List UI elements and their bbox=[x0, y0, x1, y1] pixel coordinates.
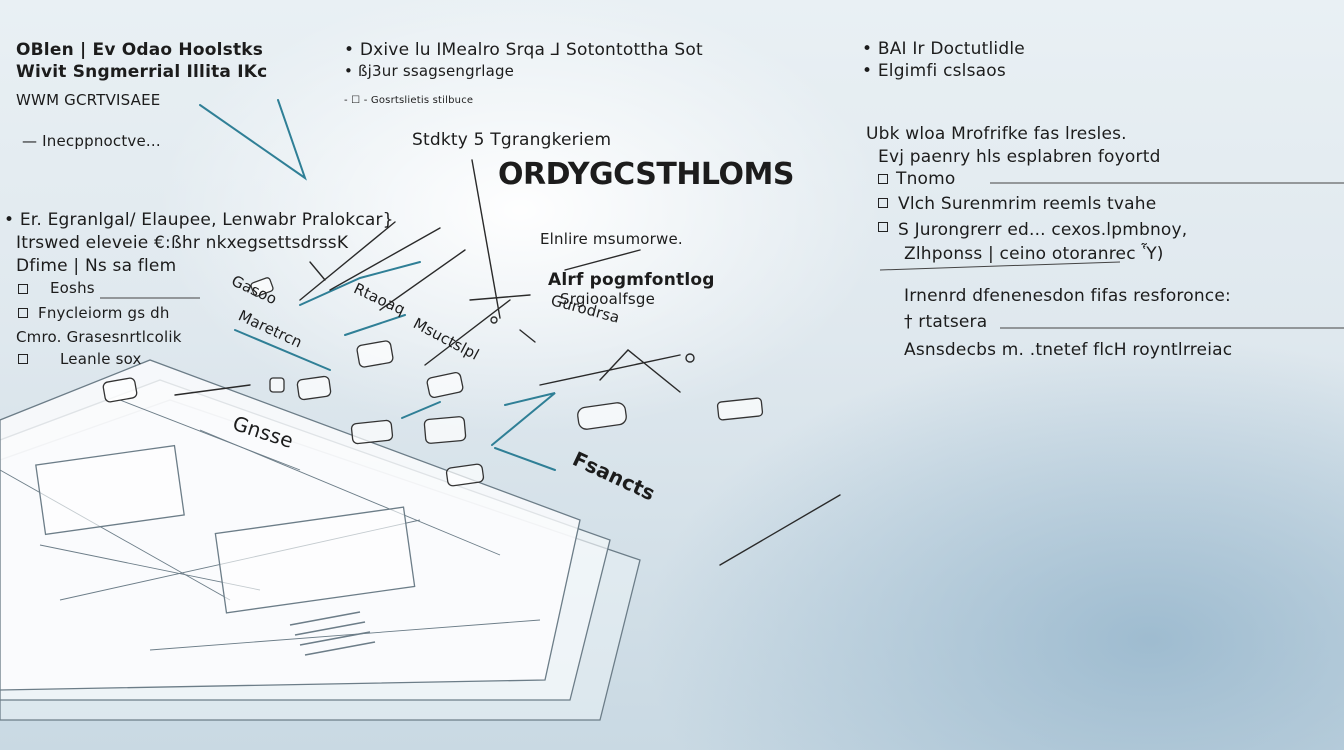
left-list-line-1: • Er. Egranlgal/ Elaupee, Lenwabr Pralok… bbox=[4, 210, 394, 230]
center-note-2: Alrf pogmfontlog bbox=[548, 270, 715, 290]
top-left-heading-line-1: OBlen | Ev Odao Hoolstks bbox=[16, 40, 264, 60]
paper-stack bbox=[0, 359, 641, 721]
center-note-3: Srgiooalfsge bbox=[560, 290, 656, 308]
center-title: ORDYGCSTHLOMS bbox=[498, 157, 794, 192]
checkbox-icon bbox=[878, 198, 888, 208]
left-list-line-5: Fnycleiorm gs dh bbox=[38, 304, 170, 322]
top-right-line-2: • Elgimfi cslsaos bbox=[862, 61, 1006, 81]
left-list-line-7: Leanle sox bbox=[60, 350, 142, 368]
left-list-line-2: Itrswed eleveie €:ßhr nkxegsettsdrssK bbox=[16, 233, 349, 253]
top-center-line-2: • ßj3ur ssagsengrlage bbox=[344, 62, 515, 80]
checkbox-icon bbox=[18, 284, 28, 294]
right-list-para-2: † rtatsera bbox=[904, 312, 988, 332]
center-note-1: Elnlire msumorwe. bbox=[540, 230, 683, 248]
teal-strokes bbox=[199, 99, 556, 471]
top-left-heading-line-3: WWM GCRTVISAEE bbox=[16, 91, 161, 109]
center-subtitle: Stdkty 5 Tgrangkeriem bbox=[412, 130, 612, 150]
doodle-icons bbox=[102, 277, 764, 487]
top-left-heading-line-2: Wivit Sngmerrial Illita IKc bbox=[16, 62, 268, 82]
top-left-heading-line-4: — Inecppnoctve... bbox=[22, 132, 161, 150]
right-list-item-3: Tnomo bbox=[896, 169, 956, 189]
right-list-item-2: Evj paenry hls esplabren foyortd bbox=[878, 147, 1161, 167]
right-list-item-6: Zlhponss | ceino otoranrec Ὗ) bbox=[904, 244, 1164, 264]
top-center-line-3: - ☐ - Gosrtslietis stilbuce bbox=[344, 95, 474, 106]
checkbox-icon bbox=[878, 174, 888, 184]
right-list-item-1: Ubk wloa Mrofrifke fas lresles. bbox=[866, 124, 1127, 144]
top-center-line-1: • Dxive lu IMealro Srqa ⅃ Sotontottha So… bbox=[344, 40, 703, 60]
top-right-line-1: • BAI Ir Doctutlidle bbox=[862, 39, 1025, 59]
left-list-line-3: Dfime | Ns sa flem bbox=[16, 256, 177, 276]
list-rules bbox=[100, 182, 1344, 329]
left-list-line-6: Cmro. Grasesnrtlcolik bbox=[16, 328, 182, 346]
left-list-line-4: Eoshs bbox=[50, 279, 95, 297]
right-list-para-1: Irnenrd dfenenesdon fifas resforonce: bbox=[904, 286, 1231, 306]
right-list-item-4: Vlch Surenmrim reemls tvahe bbox=[898, 194, 1157, 214]
checkbox-icon bbox=[18, 308, 28, 318]
checkbox-icon bbox=[878, 222, 888, 232]
pencil-strokes bbox=[174, 159, 841, 566]
right-list-item-5: S Jurongrerr ed... cexos.lpmbnoy, bbox=[898, 220, 1188, 240]
right-list-para-3: Asnsdecbs m. .tnetef flcH royntlrreiac bbox=[904, 340, 1233, 360]
checkbox-icon bbox=[18, 354, 28, 364]
